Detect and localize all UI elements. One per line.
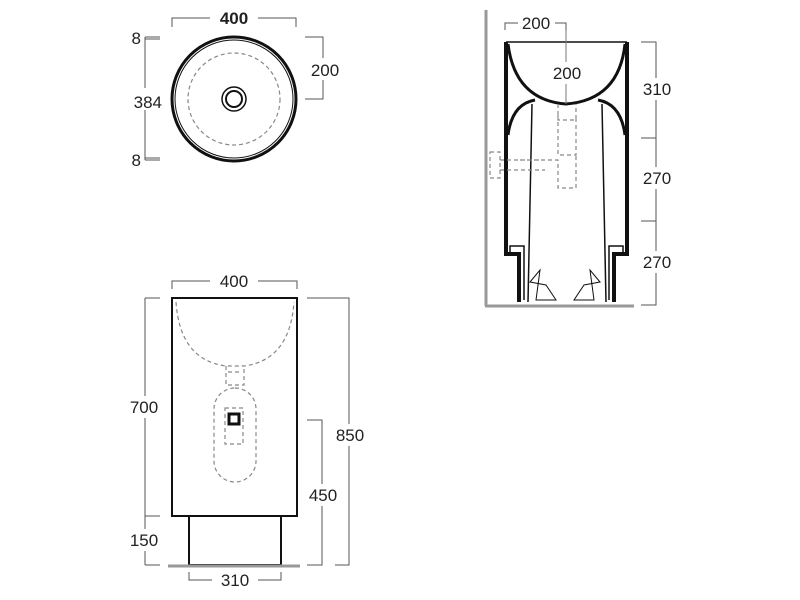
side-base-step [509,245,624,300]
dim-front-left-line [144,297,160,566]
bowl-outline-hidden [187,52,281,146]
dim-inner-label: 384 [134,93,162,112]
dim-h-lower-label: 270 [643,253,671,272]
front-view: 400 700 150 450 850 310 [126,272,368,590]
waste-hidden [224,407,244,445]
side-view: 200 200 310 270 270 [484,10,676,308]
siphon-hidden [213,387,257,483]
dim-drain-height-label: 450 [309,486,337,505]
basin-body [171,297,298,517]
dim-base-width-line [188,572,282,581]
dim-width-line [171,17,297,27]
floor-fixings [529,268,601,301]
waste-outlet [227,412,241,426]
dim-total-height-label: 850 [336,426,364,445]
dim-offset-top-label: 8 [132,29,141,48]
drain-outer [221,86,247,112]
bowl-hidden [175,301,295,367]
base-pedestal [188,515,282,566]
side-body-outline [504,42,629,302]
dim-base-width-label: 310 [221,571,249,590]
top-view: 400 8 384 8 200 [128,9,344,170]
dim-front-width-label: 400 [220,272,248,291]
trap-hidden [225,366,245,386]
side-trap-hidden [489,104,577,189]
dim-bowl-height-label: 700 [130,398,158,417]
side-bowl-supports [506,98,627,136]
dim-base-height-label: 150 [130,531,158,550]
drain-inner [225,90,243,108]
dim-side-width-line [504,22,567,30]
dim-h-upper-label: 310 [643,80,671,99]
dim-front-width-line [171,280,298,289]
basin-rim-inner [174,39,294,159]
basin-rim-outer [170,35,298,163]
dim-width-label: 400 [220,9,248,28]
dim-side-depth-label: 200 [553,64,581,83]
side-inner-walls [527,103,607,303]
dim-radius-label: 200 [311,61,339,80]
dim-side-width-label: 200 [522,14,550,33]
dim-offset-bottom-label: 8 [132,151,141,170]
dim-h-middle-label: 270 [643,169,671,188]
